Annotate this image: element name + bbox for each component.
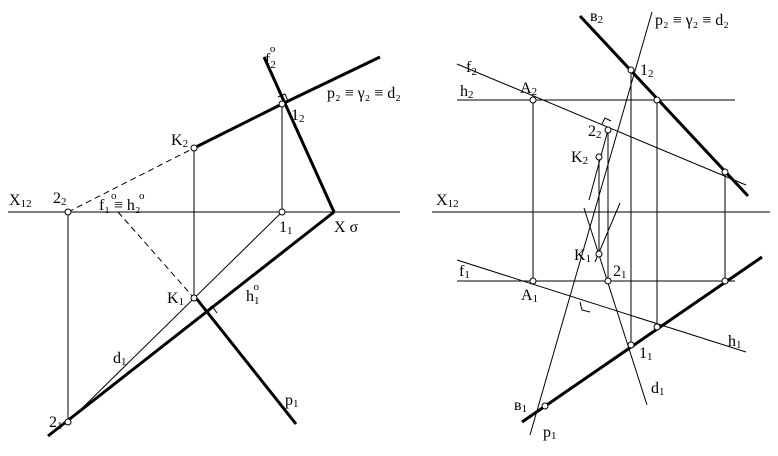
left-point-2-2 (64, 208, 72, 216)
right-point-f2-b2 (721, 168, 729, 176)
left-trace-p1 (194, 297, 298, 425)
right-label-x12: X12 (436, 192, 459, 210)
right-point-2-1 (604, 277, 612, 285)
right-point-f1-b1 (721, 277, 729, 285)
left-label-d1: d1 (113, 350, 127, 368)
right-point-a-2 (529, 96, 537, 104)
right-right-angle-lower (579, 301, 591, 313)
right-point-k-2 (595, 153, 603, 161)
left-label-h1: h1o (246, 281, 260, 307)
left-label-k1: K1 (167, 290, 184, 308)
right-label-1-2: 12 (640, 62, 654, 80)
left-label-p1: p1 (285, 392, 299, 410)
left-trace-f2 (262, 56, 336, 213)
left-label-f1-degree: o (111, 190, 117, 202)
left-label-1-2: 12 (291, 107, 305, 125)
right-line-f2 (456, 63, 747, 186)
right-label-h2: h2 (460, 83, 474, 101)
left-label-f2: f2o (265, 43, 276, 71)
left-trace-p2-lower (193, 102, 283, 150)
right-label-a2: A2 (520, 80, 537, 98)
right-line-p2 (529, 11, 653, 436)
right-trace-b1 (521, 255, 763, 424)
right-label-a1: A1 (521, 287, 538, 305)
left-label-xsigma: X σ (334, 219, 359, 236)
right-point-h2-b2 (653, 96, 661, 104)
right-label-b2: в2 (590, 8, 603, 26)
left-label-1-1: 11 (279, 219, 293, 237)
right-point-1-2 (627, 66, 635, 74)
right-label-b1: в1 (514, 397, 527, 415)
left-line-d1 (67, 211, 283, 423)
left-dashed-lower (117, 211, 195, 299)
right-label-2-2: 22 (588, 123, 602, 141)
left-point-2-1 (64, 418, 72, 426)
right-label-1-1: 11 (639, 345, 653, 363)
left-label-f1-h2: f₁ ≡ h₂ (99, 197, 141, 214)
left-label-2-2: 22 (53, 190, 67, 208)
left-label-h2-degree: o (139, 190, 145, 202)
left-point-k-1 (190, 294, 198, 302)
right-point-k-1 (595, 250, 603, 258)
left-point-k-2 (190, 144, 198, 152)
left-trace-p2-upper (281, 55, 381, 106)
right-point-1-1 (627, 341, 635, 349)
right-label-f2: f2 (466, 59, 477, 78)
left-dashed-upper (67, 147, 195, 213)
right-label-2-1: 21 (613, 263, 627, 281)
right-label-p1: p1 (543, 424, 557, 442)
left-label-k2: K2 (171, 132, 188, 150)
right-label-k1: K1 (574, 247, 591, 265)
left-right-angle-upper (277, 93, 289, 102)
right-diagram: в2 p₂ ≡ γ₂ ≡ d₂ f2 A2 12 h2 22 K2 X12 K1… (432, 8, 770, 442)
left-point-1-2 (278, 100, 286, 108)
right-line-d1 (583, 207, 648, 406)
left-label-x12: X12 (9, 192, 32, 210)
right-label-p2: p₂ ≡ γ₂ ≡ d₂ (655, 12, 729, 29)
right-label-d1: d1 (651, 380, 665, 398)
left-point-1-1 (278, 208, 286, 216)
left-diagram: f2o p₂ ≡ γ₂ ≡ d₂ 12 K2 X12 22 f₁ ≡ h₂ o … (8, 43, 401, 438)
left-right-angle-lower (204, 305, 218, 314)
left-label-p2: p₂ ≡ γ₂ ≡ d₂ (327, 85, 401, 102)
right-trace-b2 (578, 14, 750, 198)
right-point-b1-p1 (541, 402, 549, 410)
right-label-h1: h1 (728, 333, 742, 351)
right-right-angle-upper (601, 117, 612, 125)
left-label-2-1: 21 (49, 414, 63, 432)
right-label-k2: K2 (571, 149, 588, 167)
right-point-2-2 (604, 126, 612, 134)
right-line-h1 (456, 259, 747, 353)
left-trace-h1 (47, 210, 335, 438)
right-point-a-1 (529, 277, 537, 285)
right-point-h1-b1 (653, 323, 661, 331)
right-label-f1: f1 (459, 263, 470, 281)
